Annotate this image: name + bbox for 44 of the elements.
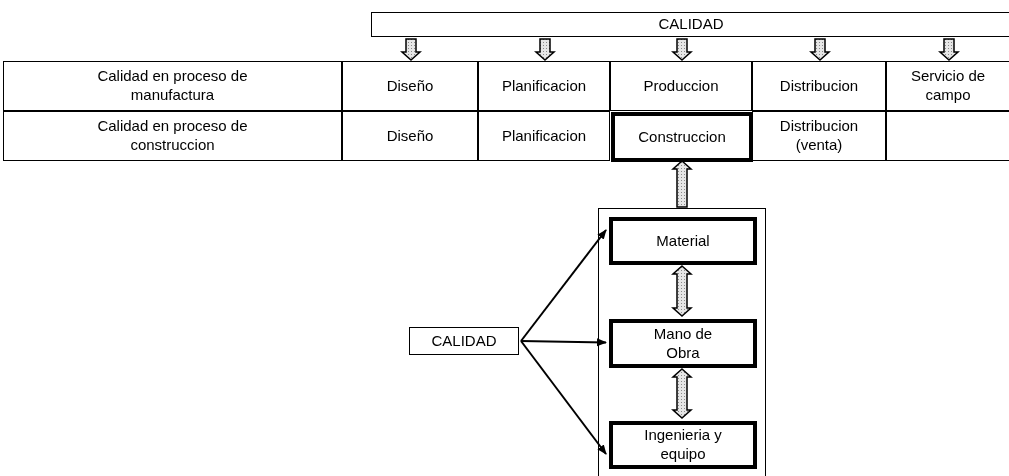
table-cell <box>886 61 1009 111</box>
table-cell <box>3 111 342 161</box>
cell-text: Calidad en proceso de construccion <box>96 117 249 155</box>
cell-text: Produccion <box>643 76 719 96</box>
arrow <box>520 340 607 455</box>
table-cell <box>342 111 478 161</box>
table-cell <box>610 61 752 111</box>
block-arrow <box>809 38 831 61</box>
factor-box <box>609 217 757 265</box>
cell-text: Distribucion (venta) <box>778 117 860 155</box>
block-arrow <box>400 38 422 61</box>
block-arrow <box>671 265 693 317</box>
table-cell <box>409 327 519 355</box>
cell-text: Material <box>656 231 710 251</box>
factor-box <box>611 112 753 162</box>
cell-text: Calidad en proceso de manufactura <box>96 67 249 105</box>
cell-text: Ingenieria y equipo <box>643 426 723 464</box>
table-cell <box>752 61 886 111</box>
cell-text: Planificacion <box>501 76 587 96</box>
cell-text: Diseño <box>386 76 434 96</box>
block-arrow <box>938 38 960 61</box>
cell-text: Construccion <box>638 127 726 147</box>
cell-text: CALIDAD <box>431 331 497 351</box>
table-cell <box>478 111 610 161</box>
table-cell <box>478 61 610 111</box>
table-cell <box>342 61 478 111</box>
group-frame <box>598 208 766 476</box>
arrow <box>520 338 607 347</box>
cell-text: Mano de Obra <box>652 324 714 363</box>
cell-text: Planificacion <box>501 126 587 146</box>
cell-text: Servicio de campo <box>909 67 987 105</box>
block-arrow <box>671 160 693 208</box>
cell-text: Diseño <box>386 126 434 146</box>
factor-box <box>609 421 757 469</box>
block-arrow <box>534 38 556 61</box>
cell-text: Distribucion <box>779 76 859 96</box>
block-arrow <box>671 38 693 61</box>
arrow <box>520 229 607 342</box>
cell-text: CALIDAD <box>658 15 724 34</box>
factor-box <box>609 319 757 368</box>
table-cell <box>371 12 1009 37</box>
block-arrow <box>671 368 693 419</box>
table-cell <box>752 111 886 161</box>
table-cell <box>3 61 342 111</box>
